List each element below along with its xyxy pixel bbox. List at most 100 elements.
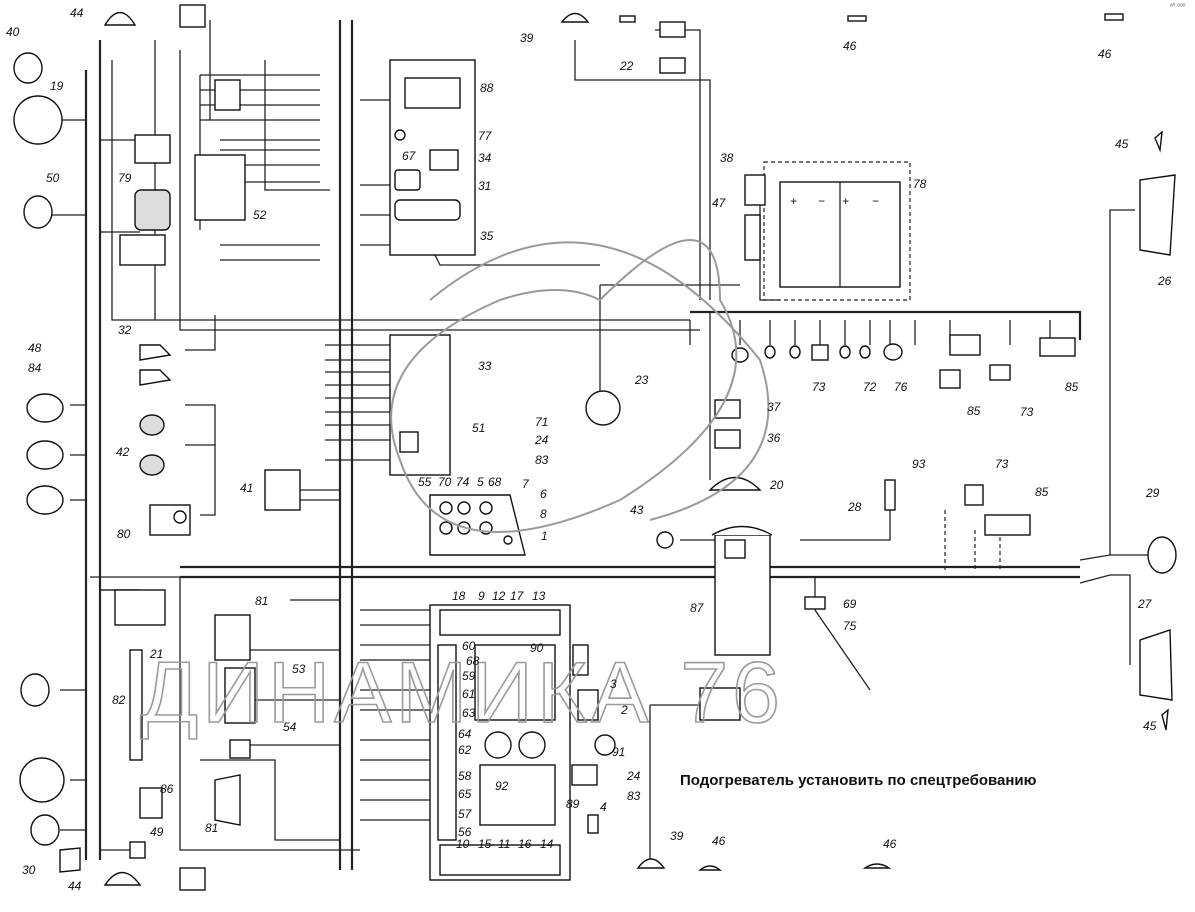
label: 3 [610,677,617,691]
label: 71 [535,415,548,429]
label: 10 [456,837,470,851]
label: 75 [843,619,857,633]
label: 45 [1115,137,1129,151]
label: 93 [912,457,926,471]
label: 73 [995,457,1009,471]
label: 35 [480,229,494,243]
label: 41 [240,481,253,495]
label: 29 [1145,486,1160,500]
label: 58 [458,769,472,783]
label: 43 [630,503,644,517]
label: 60 [462,639,476,653]
label: 77 [478,129,493,143]
lamp-27 [1139,629,1173,701]
svg-text:−: − [872,194,879,208]
label: 46 [712,834,726,848]
label: 32 [118,323,132,337]
label: 18 [452,589,466,603]
label: 24 [626,769,641,783]
label: 15 [478,837,492,851]
label: 9 [478,589,485,603]
label: 49 [150,825,164,839]
label: 39 [520,31,534,45]
label: 59 [462,669,476,683]
label: 47 [712,196,727,210]
label: 86 [160,782,174,796]
label: 85 [1035,485,1049,499]
label: 14 [540,837,554,851]
label: 1 [541,529,548,543]
svg-text:−: − [818,194,825,208]
label: 13 [532,589,546,603]
label: 4 [600,800,607,814]
label: 20 [769,478,784,492]
label: 17 [510,589,525,603]
label: 46 [843,39,857,53]
label: 27 [1137,597,1153,611]
lamp-39-top [560,12,590,23]
corner-mark: ᵃ⁰ ᵒᵒᵒ [1170,2,1186,10]
label: 46 [883,837,897,851]
lamp-26 [1139,174,1176,256]
label: 50 [46,171,60,185]
wiper-motor-79 [134,189,171,231]
note-text: Подогреватель установить по спецтребован… [680,772,1037,789]
unit-41 [264,469,301,511]
headlamp-19 [13,95,63,145]
label: 62 [458,743,472,757]
label: 22 [619,59,634,73]
label: 70 [438,475,452,489]
label: 79 [118,171,132,185]
label: 40 [6,25,20,39]
label: 5 [477,475,484,489]
label: 90 [530,641,544,655]
label: 24 [534,433,549,447]
label: 28 [847,500,862,514]
component-labels: 44 40 19 50 79 52 88 77 67 34 31 35 39 2… [6,6,1172,893]
label: 55 [418,475,432,489]
label: 8 [540,507,547,521]
label: 44 [70,6,84,20]
unit-87 [714,534,771,656]
label: 88 [480,81,494,95]
label: 73 [1020,405,1034,419]
label: 87 [690,601,705,615]
label: 74 [456,475,470,489]
label: 44 [68,879,82,893]
label: 76 [894,380,908,394]
label: 56 [458,825,472,839]
label: 85 [1065,380,1079,394]
label: 84 [28,361,42,375]
headlamp-29 [1147,536,1177,574]
label: 2 [620,703,628,717]
label: 53 [292,662,306,676]
label: 52 [253,208,267,222]
label: 80 [117,527,131,541]
label: 63 [462,706,476,720]
label: 33 [478,359,492,373]
label: 85 [967,404,981,418]
label: 11 [498,837,510,851]
label: 83 [627,789,641,803]
label: 34 [478,151,492,165]
label: 51 [472,421,485,435]
relay-block-33 [389,334,451,476]
label: 83 [535,453,549,467]
label: 78 [913,177,927,191]
label: 67 [402,149,417,163]
label: 36 [767,431,781,445]
label: 89 [566,797,580,811]
headlamp-40 [13,52,43,84]
label: 6 [540,487,547,501]
label: 72 [863,380,877,394]
label: 38 [720,151,734,165]
label: 46 [1098,47,1112,61]
label: 65 [458,787,472,801]
instrument-panel-55 [429,494,526,556]
label: 91 [612,745,625,759]
label: 92 [495,779,509,793]
label: 12 [492,589,506,603]
main-harness [40,20,1150,870]
lamp-44-top [103,11,137,26]
unit-52 [194,154,246,221]
